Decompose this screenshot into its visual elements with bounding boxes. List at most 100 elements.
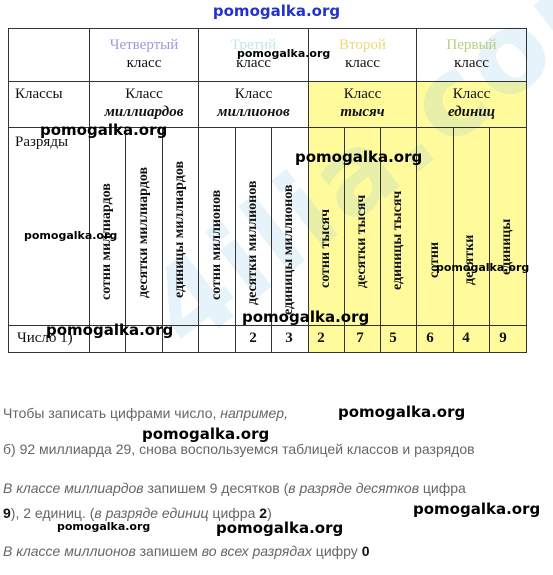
site-watermark: pomogalka.org: [413, 500, 541, 518]
text-fragment: цифра: [208, 505, 260, 521]
class-header-thousands: Второй класс: [309, 36, 416, 72]
rank-vline: [453, 127, 454, 353]
table-line-classes: [8, 81, 527, 82]
row-label-ranks: Разряды: [15, 134, 69, 150]
site-watermark: pomogalka.org: [40, 121, 168, 139]
site-watermark: pomogalka.org: [142, 425, 270, 443]
rank-vline: [489, 127, 490, 353]
class-word: класс: [454, 55, 489, 71]
class-ordinal: Второй: [339, 37, 386, 53]
table-line-number: [8, 325, 527, 326]
text-fragment-italic: В классе: [3, 543, 65, 559]
class-name-millions: Класс миллионов: [199, 85, 308, 121]
digit-cell: 3: [285, 330, 293, 346]
table-vline-billions: [198, 28, 199, 353]
site-watermark: pomogalka.org: [237, 47, 331, 60]
text-fragment-italic: миллиардов: [64, 480, 144, 496]
text-line-2: б) 92 миллиарда 29, снова воспользуемся …: [3, 441, 475, 457]
rank-label: единицы миллиардов: [172, 160, 187, 298]
text-fragment: б) 92 миллиарда 29, снова воспользуемся …: [3, 441, 475, 457]
digit-cell: 2: [249, 330, 257, 346]
text-fragment-italic: в разряде десятков: [288, 480, 419, 496]
class-header-billions: Четвертый класс: [90, 36, 198, 72]
digit-cell: 4: [462, 330, 470, 346]
class-genitive: единиц: [447, 104, 496, 120]
rank-vline: [271, 127, 272, 353]
text-line-5: В классе миллионов запишем во всех разря…: [3, 543, 369, 559]
text-fragment-italic: миллионов: [64, 543, 136, 559]
site-watermark: pomogalka.org: [242, 308, 370, 326]
class-name-thousands: Класс тысяч: [309, 85, 416, 121]
class-name-billions: Класс миллиардов: [90, 85, 198, 121]
rank-label: единицы тысяч: [390, 190, 405, 290]
text-fragment: цифру: [311, 543, 362, 559]
top-watermark: pomogalka.org: [212, 2, 341, 20]
text-fragment-italic: В классе: [3, 480, 65, 496]
table-line-ranks: [8, 127, 527, 128]
rank-vline: [235, 127, 236, 353]
row-label-classes: Классы: [15, 86, 63, 102]
site-watermark: pomogalka.org: [436, 261, 530, 274]
rank-label: сотни миллиардов: [99, 183, 114, 300]
class-word: класс: [126, 55, 162, 71]
rank-label: десятки тысяч: [354, 194, 369, 288]
class-name: Класс: [234, 86, 273, 102]
site-watermark: pomogalka.org: [46, 321, 174, 339]
table-vline-left: [8, 28, 9, 353]
text-fragment-bold: 9: [3, 505, 11, 521]
text-fragment: ): [267, 505, 272, 521]
site-watermark: pomogalka.org: [216, 519, 344, 537]
table-line-top: [8, 28, 527, 29]
digit-cell: 5: [389, 330, 397, 346]
digit-cell: 7: [356, 330, 364, 346]
site-watermark: pomogalka.org: [24, 229, 118, 242]
site-watermark: pomogalka.org: [57, 520, 151, 533]
class-name: Класс: [343, 86, 382, 102]
text-fragment-bold: 0: [361, 543, 370, 559]
table-vline-millions: [308, 28, 309, 353]
text-fragment-italic: например,: [220, 405, 288, 421]
site-watermark: pomogalka.org: [338, 403, 466, 421]
class-word: класс: [236, 55, 271, 71]
rank-vline: [344, 127, 345, 353]
class-genitive: тысяч: [340, 104, 385, 120]
text-line-3: В классе миллиардов запишем 9 десятков (…: [3, 480, 466, 496]
class-ordinal: Третий: [230, 37, 277, 53]
rank-label: десятки миллионов: [245, 180, 260, 305]
rank-label: единицы миллионов: [281, 184, 296, 315]
text-fragment: ), 2 единиц. (: [10, 505, 95, 521]
text-line-4: 9), 2 единиц. (в разряде единиц цифра 2): [3, 505, 272, 521]
class-ordinal: Четвертый: [109, 37, 179, 53]
table-vline-right: [526, 28, 527, 353]
class-genitive: миллионов: [217, 104, 290, 120]
text-fragment: цифра: [419, 480, 466, 496]
rank-label: десятки миллиардов: [136, 166, 151, 298]
text-line-1: Чтобы записать цифрами число, например,: [3, 405, 288, 421]
text-fragment-bold: 2: [259, 505, 268, 521]
site-watermark: pomogalka.org: [295, 148, 423, 166]
table-line-bottom: [8, 352, 527, 353]
class-name: Класс: [125, 86, 163, 102]
class-header-millions: Третий класс: [199, 36, 308, 72]
rank-label: сотни миллионов: [209, 189, 224, 300]
rank-vline: [125, 127, 126, 353]
class-header-units: Первый класс: [417, 36, 526, 72]
digit-cell: 6: [426, 330, 434, 346]
class-name: Класс: [452, 86, 491, 102]
digit-cell: 2: [317, 330, 325, 346]
rank-label: сотни тысяч: [318, 208, 333, 288]
digit-cell: 9: [499, 330, 507, 346]
text-fragment-italic: в разряде единиц: [94, 505, 209, 521]
table-vline-thousands: [416, 28, 417, 353]
class-genitive: миллиардов: [104, 104, 184, 120]
rank-vline: [380, 127, 381, 353]
text-fragment-italic: во всех разрядах: [201, 543, 312, 559]
text-fragment: Чтобы записать цифрами число,: [3, 405, 221, 421]
class-ordinal: Первый: [446, 37, 497, 53]
table-vline-label: [89, 28, 90, 353]
text-fragment: запишем 9 десятков (: [143, 480, 289, 496]
class-name-units: Класс единиц: [417, 85, 526, 121]
text-fragment: запишем: [135, 543, 202, 559]
class-word: класс: [345, 55, 380, 71]
rank-vline: [162, 127, 163, 353]
